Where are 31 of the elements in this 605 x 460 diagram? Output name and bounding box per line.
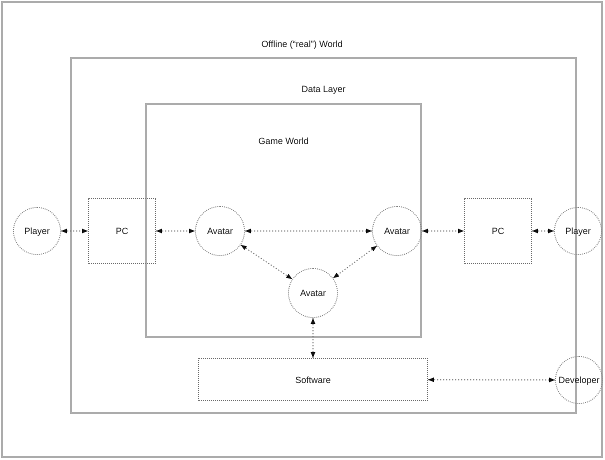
circle-node — [195, 206, 245, 256]
circle-node — [13, 207, 61, 255]
double-arrow — [240, 244, 293, 280]
circle-node — [555, 356, 603, 404]
double-arrow — [244, 228, 372, 234]
node-label: Avatar — [384, 226, 410, 236]
region-title: Game World — [257, 136, 310, 146]
region-title: Data Layer — [300, 84, 347, 94]
double-arrow — [428, 377, 556, 382]
dotted-box — [198, 358, 428, 401]
double-arrow — [156, 228, 196, 234]
node-label: Software — [295, 374, 331, 384]
node-label: Avatar — [300, 288, 326, 298]
node-label: Developer — [558, 375, 600, 385]
double-arrow — [422, 228, 464, 234]
double-arrow — [532, 228, 554, 234]
node-label: Player — [24, 226, 50, 236]
dotted-box — [464, 198, 532, 264]
node-label: Player — [565, 226, 591, 236]
double-arrow — [60, 228, 88, 234]
circle-node — [372, 206, 422, 256]
region-frame — [145, 103, 422, 338]
region-title: Offline (“real”) World — [260, 39, 344, 49]
node-label: Avatar — [207, 226, 233, 236]
double-arrow — [332, 245, 378, 279]
node-label: PC — [116, 226, 128, 236]
double-arrow — [310, 318, 316, 358]
dotted-box — [88, 198, 156, 264]
node-label: PC — [492, 226, 504, 236]
circle-node — [288, 268, 338, 318]
circle-node — [554, 207, 602, 255]
